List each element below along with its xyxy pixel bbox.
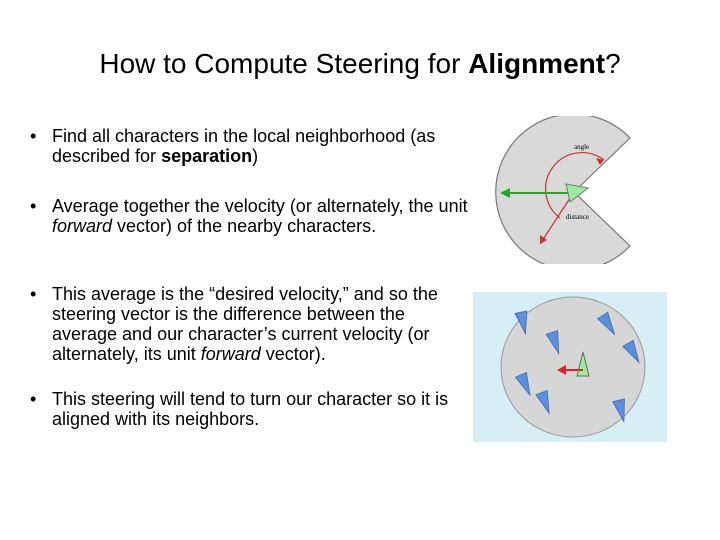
neighborhood-disc <box>500 296 646 438</box>
neighborhood-sector <box>495 116 631 264</box>
title-prefix: How to Compute Steering for <box>99 48 469 79</box>
angle-arc <box>545 152 605 219</box>
neighbor-boid <box>535 389 550 415</box>
bullet-3-italic: forward <box>200 344 261 364</box>
neighbor-boids <box>514 310 640 424</box>
neighbor-boid <box>514 310 528 336</box>
bullet-1-post: ) <box>252 146 259 166</box>
angle-label: angle <box>574 143 589 151</box>
bullet-marker: • <box>30 284 37 304</box>
bullet-text: Find all characters in the local neighbo… <box>52 126 472 166</box>
bullet-3-pre: This average is the “desired velocity,” … <box>52 284 438 364</box>
bullet-2-post: vector) of the nearby characters. <box>112 216 377 236</box>
bullet-1-pre: Find all characters in the local neighbo… <box>52 126 436 166</box>
bullet-text: This steering will tend to turn our char… <box>52 389 449 429</box>
velocity-arrow-head <box>500 188 510 198</box>
bullet-marker: • <box>30 126 37 146</box>
alignment-diagram <box>473 292 667 442</box>
bullet-2-pre: Average together the velocity (or altern… <box>52 196 468 216</box>
neighbor-boid <box>514 371 531 397</box>
bullet-marker: • <box>30 389 37 409</box>
neighbor-boid <box>596 311 616 336</box>
slide-title: How to Compute Steering for Alignment? <box>0 48 720 80</box>
bullet-marker: • <box>30 196 37 216</box>
title-suffix: ? <box>605 48 621 79</box>
neighborhood-diagram: angle distance <box>495 116 631 264</box>
bullet-text: Average together the velocity (or altern… <box>52 196 472 236</box>
angle-arc-head <box>596 158 604 165</box>
distance-line <box>539 191 575 245</box>
bullet-2-italic: forward <box>52 216 113 236</box>
neighbor-boid <box>612 398 625 424</box>
bullet-3-post: vector). <box>260 344 326 364</box>
bullet-1-bold: separation <box>161 146 253 166</box>
bullet-text: This average is the “desired velocity,” … <box>52 284 472 364</box>
neighbor-boid <box>622 339 640 364</box>
steering-arrow-head <box>557 365 566 375</box>
agent-triangle <box>565 183 590 203</box>
neighbor-boid <box>545 330 560 355</box>
distance-arrow-head <box>540 235 547 244</box>
title-bold: Alignment <box>468 48 606 79</box>
distance-label: distance <box>566 213 589 221</box>
